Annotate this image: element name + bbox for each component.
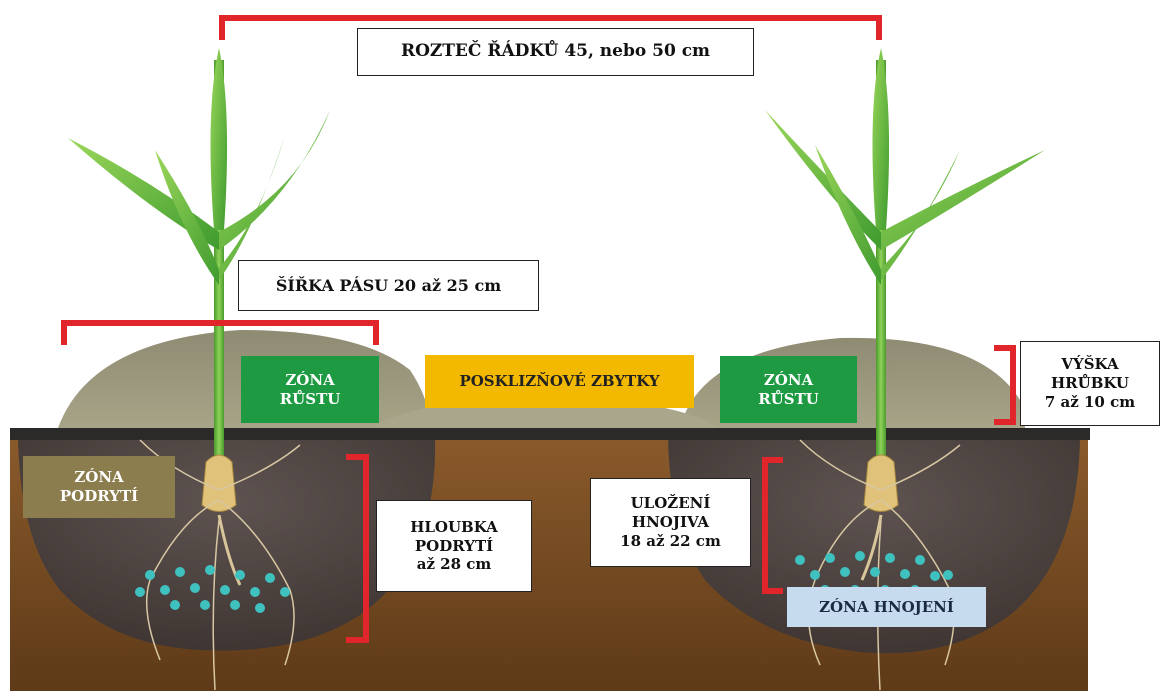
row-spacing-label: ROZTEČ ŘÁDKŮ 45, nebo 50 cm bbox=[357, 28, 754, 76]
fertilizer-zone-label: ZÓNA HNOJENÍ bbox=[787, 587, 986, 627]
growth-zone-left-label: ZÓNA RŮSTU bbox=[241, 356, 379, 423]
crop-residue-label: POSKLIZŇOVÉ ZBYTKY bbox=[425, 355, 694, 408]
tillage-zone-label: ZÓNA PODRYTÍ bbox=[23, 456, 175, 518]
tillage-depth-label: HLOUBKA PODRYTÍ až 28 cm bbox=[376, 500, 532, 592]
fertilizer-placement-label: ULOŽENÍ HNOJIVA 18 až 22 cm bbox=[590, 478, 751, 567]
strip-width-label: ŠÍŘKA PÁSU 20 až 25 cm bbox=[238, 260, 539, 311]
ridge-height-label: VÝŠKA HRŮBKU 7 až 10 cm bbox=[1020, 341, 1160, 426]
surface-layer bbox=[10, 428, 1090, 440]
growth-zone-right-label: ZÓNA RŮSTU bbox=[720, 356, 857, 423]
